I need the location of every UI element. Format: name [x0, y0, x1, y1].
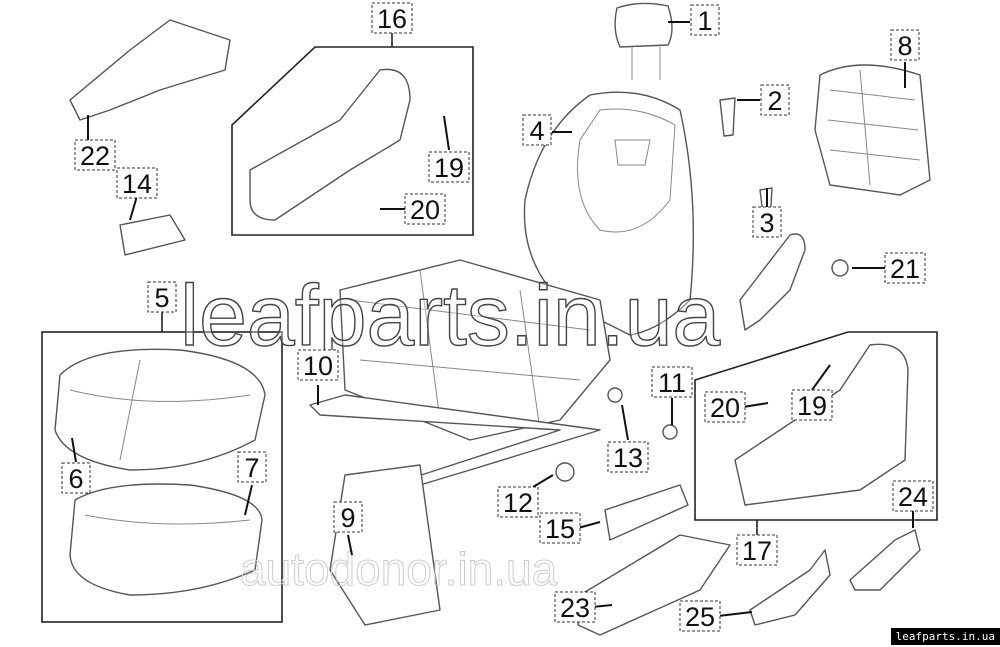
group-box-16 [231, 46, 474, 236]
part-seat-cushion [54, 348, 266, 471]
callout-4: 4 [522, 114, 552, 146]
part-seat-back-frame [814, 64, 931, 196]
watermark-secondary: autodonor.in.ua [240, 543, 558, 595]
svg-text:22: 22 [80, 141, 110, 171]
watermark-main: leafparts.in.ua [180, 268, 720, 364]
svg-text:24: 24 [898, 482, 928, 512]
callout-16: 16 [371, 2, 413, 34]
callout-6: 6 [61, 462, 91, 494]
part-frame-18 [739, 233, 806, 331]
callout-11: 11 [651, 366, 693, 398]
callout-21: 21 [884, 252, 926, 284]
callout-8: 8 [890, 29, 920, 61]
callout-23: 23 [554, 591, 596, 623]
callout-9: 9 [333, 501, 363, 533]
svg-text:1: 1 [697, 6, 712, 36]
svg-text:20: 20 [710, 393, 740, 423]
part-seat-frame [309, 259, 611, 486]
svg-text:11: 11 [658, 368, 686, 398]
svg-text:21: 21 [890, 254, 920, 284]
part-bolt-11 [662, 424, 678, 440]
callout-15: 15 [539, 512, 581, 544]
svg-text:15: 15 [545, 514, 575, 544]
part-clip-12 [555, 462, 575, 482]
callout-22: 22 [74, 139, 116, 171]
callout-13: 13 [607, 441, 649, 473]
leader-arrows [71, 21, 914, 617]
svg-text:14: 14 [122, 169, 152, 199]
part-headrest [614, 2, 673, 80]
group-box-17 [694, 331, 938, 521]
callout-20-top: 20 [404, 193, 446, 225]
callout-12: 12 [497, 486, 539, 518]
part-bolt-21 [831, 259, 849, 277]
svg-text:7: 7 [244, 453, 259, 483]
svg-text:20: 20 [410, 195, 440, 225]
svg-text:2: 2 [767, 86, 782, 116]
part-guide-2 [719, 97, 736, 137]
callout-14: 14 [116, 167, 158, 199]
svg-text:9: 9 [340, 503, 355, 533]
svg-text:17: 17 [742, 536, 772, 566]
svg-text:8: 8 [897, 31, 912, 61]
part-side-trim-outer [734, 343, 909, 506]
part-cover-25 [749, 549, 831, 626]
callout-7: 7 [237, 451, 267, 483]
callout-24: 24 [892, 480, 934, 512]
svg-text:13: 13 [613, 443, 643, 473]
svg-text:12: 12 [503, 488, 533, 518]
callout-5: 5 [147, 281, 177, 313]
part-bolt-13 [607, 387, 623, 403]
callout-20-right: 20 [704, 391, 746, 423]
svg-text:19: 19 [434, 153, 464, 183]
callout-19-right: 19 [791, 389, 833, 421]
svg-text:23: 23 [560, 593, 590, 623]
svg-text:3: 3 [759, 208, 774, 238]
svg-text:16: 16 [377, 4, 407, 34]
callout-1: 1 [690, 4, 720, 36]
part-cover-24 [849, 529, 921, 591]
part-seat-pad [69, 483, 263, 596]
svg-text:5: 5 [154, 283, 169, 313]
part-switch-15 [604, 484, 689, 541]
part-side-trim-inner [249, 68, 411, 221]
callout-25: 25 [679, 600, 721, 632]
part-trim-23 [577, 534, 731, 636]
part-cover-14 [119, 214, 186, 256]
svg-text:10: 10 [303, 351, 333, 381]
svg-text:19: 19 [797, 391, 827, 421]
part-bracket-22 [69, 19, 231, 121]
part-seat-back [523, 91, 695, 336]
callout-2: 2 [760, 84, 790, 116]
svg-text:6: 6 [68, 464, 83, 494]
callout-10: 10 [297, 349, 339, 381]
svg-text:4: 4 [529, 116, 544, 146]
callout-3: 3 [752, 206, 782, 238]
svg-text:25: 25 [685, 602, 715, 632]
callout-19-top: 19 [428, 151, 470, 183]
callout-17: 17 [736, 534, 778, 566]
site-badge: leafparts.in.ua [890, 628, 1000, 645]
